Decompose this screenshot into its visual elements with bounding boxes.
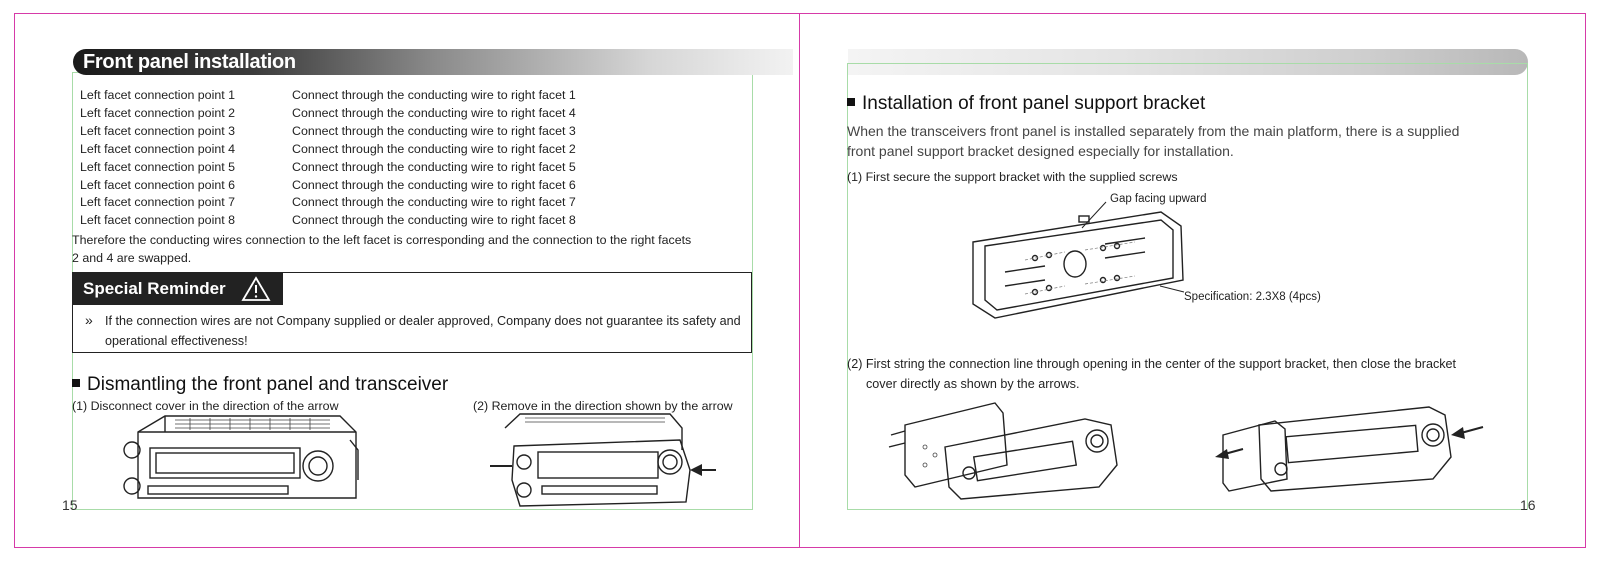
panel-bracket-illustration-2 — [1215, 406, 1484, 492]
left-facet-point: Left facet connection point 5 — [80, 159, 235, 174]
bracket-heading: Installation of front panel support brac… — [847, 93, 1205, 115]
summary-paragraph: Therefore the conducting wires connectio… — [72, 231, 691, 267]
support-bracket-illustration — [972, 211, 1184, 319]
step2-line: cover directly as shown by the arrows. — [866, 377, 1080, 391]
connection-row: Left facet connection point 6 Connect thr… — [80, 177, 576, 195]
special-reminder-box: Special Reminder » If the connection wir… — [72, 272, 752, 353]
bracket-step2: (2) First string the connection line thr… — [847, 354, 1456, 394]
square-bullet-icon — [72, 379, 80, 387]
page-number: 16 — [1520, 497, 1536, 513]
warning-icon — [241, 276, 271, 301]
panel-bracket-illustration-1 — [888, 402, 1118, 500]
right-facet-connection: Connect through the conducting wire to r… — [292, 195, 576, 210]
transceiver-cover-illustration — [123, 415, 359, 499]
bracket-step1: (1) First secure the support bracket wit… — [847, 170, 1178, 184]
left-facet-point: Left facet connection point 6 — [80, 177, 235, 192]
reminder-tag: Special Reminder — [73, 273, 283, 305]
transceiver-remove-illustration — [490, 413, 716, 507]
connection-row: Left facet connection point 2 Connect thr… — [80, 105, 576, 123]
connection-row: Left facet connection point 7 Connect thr… — [80, 194, 576, 212]
left-facet-point: Left facet connection point 4 — [80, 141, 235, 156]
dismantling-heading: Dismantling the front panel and transcei… — [72, 374, 448, 396]
intro-paragraph: When the transceivers front panel is ins… — [847, 121, 1459, 161]
left-facet-point: Left facet connection point 7 — [80, 195, 235, 210]
left-facet-point: Left facet connection point 2 — [80, 105, 235, 120]
spread-border — [14, 13, 1586, 548]
connection-row: Left facet connection point 3 Connect thr… — [80, 123, 576, 141]
arrow-icon — [1451, 427, 1465, 439]
step2-caption: (2) Remove in the direction shown by the… — [473, 399, 733, 413]
right-content-box — [847, 63, 1528, 510]
right-facet-connection: Connect through the conducting wire to r… — [292, 105, 576, 120]
section-banner: Front panel installation — [73, 49, 793, 75]
connection-row: Left facet connection point 1 Connect thr… — [80, 87, 576, 105]
intro-line: When the transceivers front panel is ins… — [847, 123, 1460, 139]
banner-title: Front panel installation — [83, 51, 296, 73]
arrow-icon — [1215, 449, 1229, 459]
square-bullet-icon — [847, 98, 855, 106]
gap-leader-line — [1081, 201, 1107, 229]
connection-row: Left facet connection point 5 Connect thr… — [80, 159, 576, 177]
connection-row: Left facet connection point 4 Connect thr… — [80, 141, 576, 159]
right-facet-connection: Connect through the conducting wire to r… — [292, 123, 576, 138]
left-facet-point: Left facet connection point 8 — [80, 213, 235, 228]
step1-caption: (1) Disconnect cover in the direction of… — [72, 399, 339, 413]
right-facet-connection: Connect through the conducting wire to r… — [292, 213, 576, 228]
gap-label: Gap facing upward — [1110, 193, 1207, 205]
left-facet-point: Left facet connection point 3 — [80, 123, 235, 138]
spec-leader-line — [1160, 285, 1185, 293]
spec-label: Specification: 2.3X8 (4pcs) — [1184, 291, 1321, 303]
reminder-title: Special Reminder — [83, 279, 226, 298]
step2-line: (2) First string the connection line thr… — [847, 357, 1457, 371]
summary-line: 2 and 4 are swapped. — [72, 251, 192, 265]
right-facet-connection: Connect through the conducting wire to r… — [292, 88, 576, 102]
connection-list: Left facet connection point 1 Connect thr… — [80, 87, 576, 230]
left-facet-point: Left facet connection point 1 — [80, 88, 235, 102]
section-banner-right — [848, 49, 1528, 75]
heading-text: Installation of front panel support brac… — [862, 93, 1206, 114]
right-facet-connection: Connect through the conducting wire to r… — [292, 177, 576, 192]
arrow-icon — [690, 464, 702, 476]
heading-text: Dismantling the front panel and transcei… — [87, 374, 449, 395]
intro-line: front panel support bracket designed esp… — [847, 143, 1234, 159]
summary-line: Therefore the conducting wires connectio… — [72, 233, 692, 247]
right-facet-connection: Connect through the conducting wire to r… — [292, 141, 576, 156]
connection-row: Left facet connection point 8 Connect thr… — [80, 212, 576, 230]
page-divider — [799, 13, 800, 548]
chevron-bullet-icon: » — [85, 312, 93, 328]
page-number: 15 — [62, 497, 78, 513]
reminder-text: If the connection wires are not Company … — [105, 314, 741, 348]
right-facet-connection: Connect through the conducting wire to r… — [292, 159, 576, 174]
